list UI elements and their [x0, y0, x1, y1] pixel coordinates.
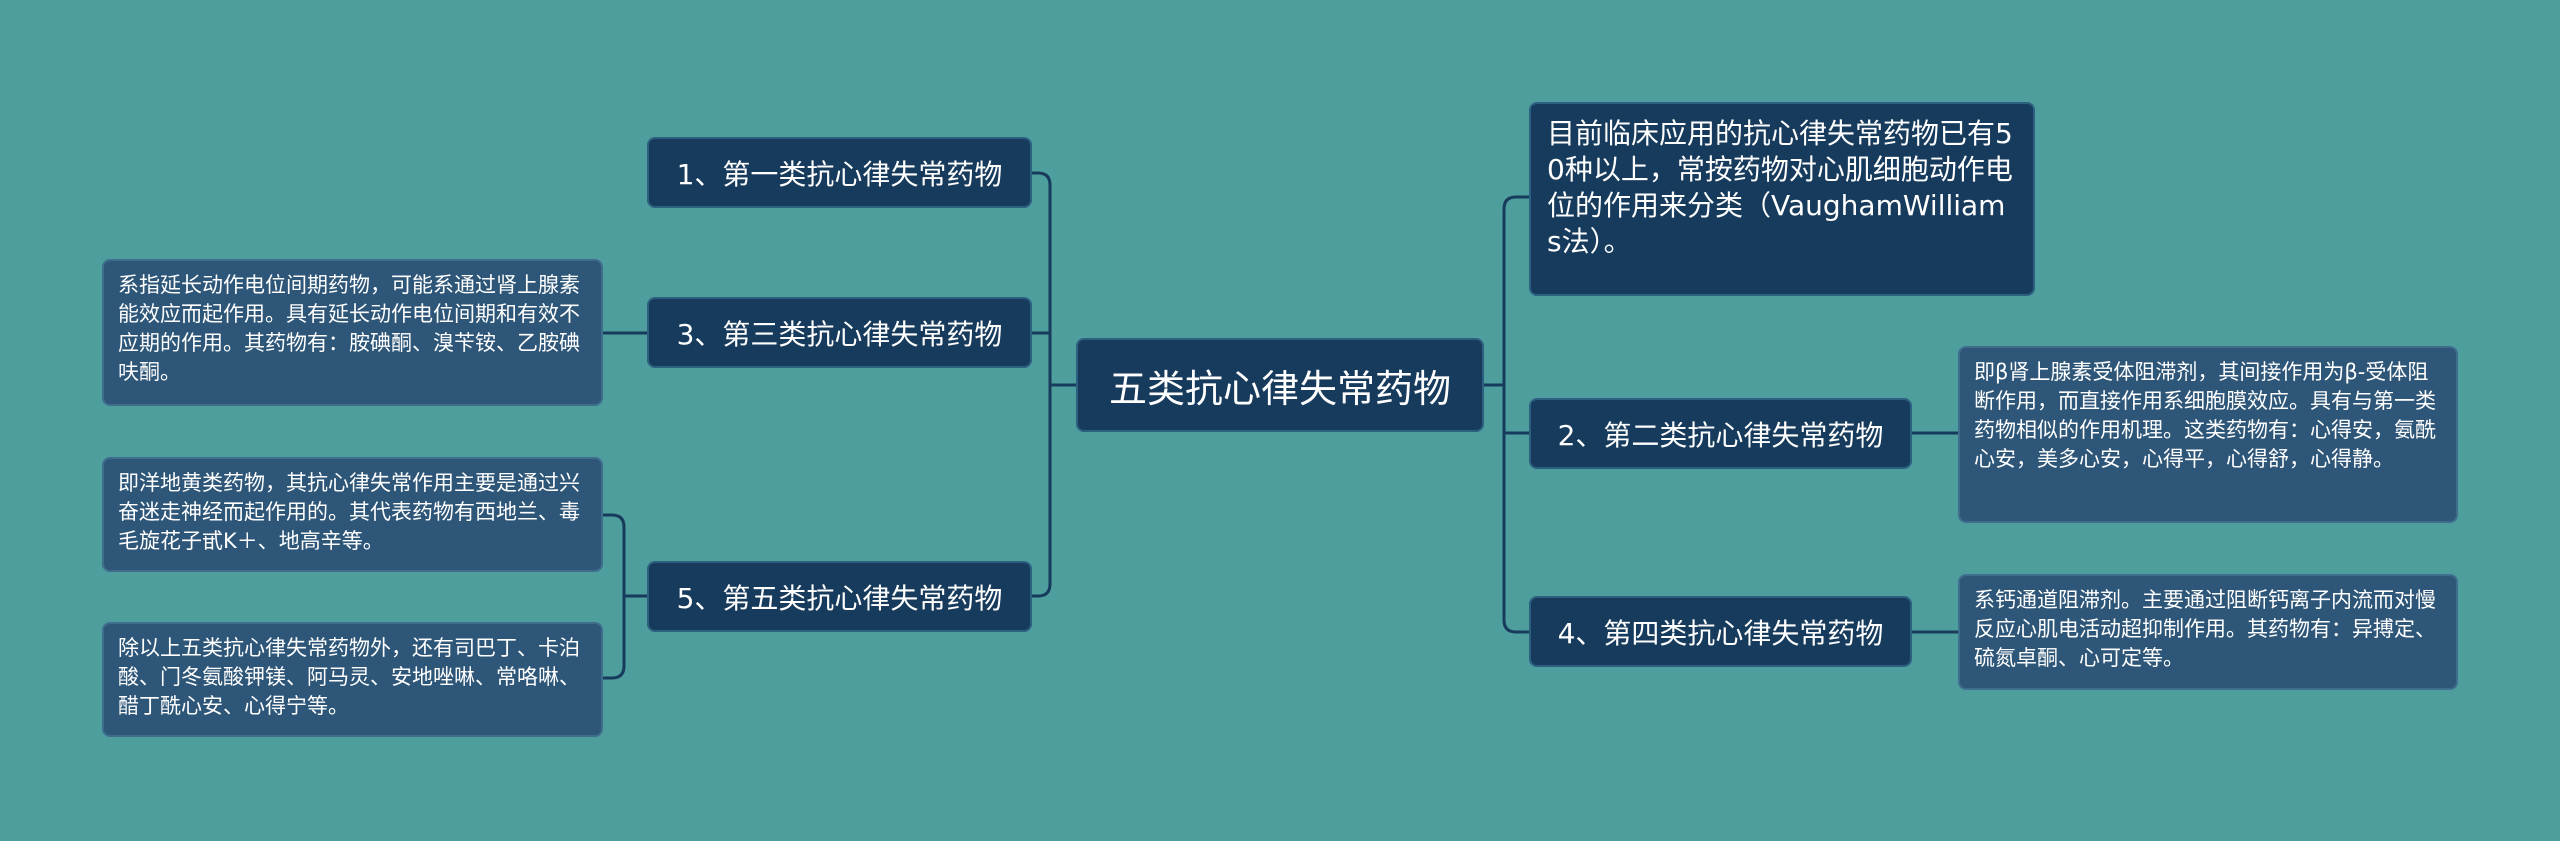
root-topic-label: 五类抗心律失常药物: [1108, 366, 1451, 411]
branch-class-1: 1、第一类抗心律失常药物: [647, 137, 1032, 208]
detail-class-4-text: 系钙通道阻滞剂。主要通过阻断钙离子内流而对慢反应心肌电活动超抑制作用。其药物有：…: [1974, 588, 2436, 670]
branch-class-2-label: 2、第二类抗心律失常药物: [1557, 418, 1884, 452]
detail-class-5-digitalis-text: 即洋地黄类药物，其抗心律失常作用主要是通过兴奋迷走神经而起作用的。其代表药物有西…: [118, 471, 580, 553]
detail-class-4: 系钙通道阻滞剂。主要通过阻断钙离子内流而对慢反应心肌电活动超抑制作用。其药物有：…: [1958, 574, 2458, 690]
detail-class-2-text: 即β肾上腺素受体阻滞剂，其间接作用为β-受体阻断作用，而直接作用系细胞膜效应。具…: [1974, 360, 2436, 471]
detail-class-5-others-text: 除以上五类抗心律失常药物外，还有司巴丁、卡泊酸、门冬氨酸钾镁、阿马灵、安地唑啉、…: [118, 636, 580, 718]
branch-class-5: 5、第五类抗心律失常药物: [647, 561, 1032, 632]
branch-class-4-label: 4、第四类抗心律失常药物: [1557, 616, 1884, 650]
detail-class-5-digitalis: 即洋地黄类药物，其抗心律失常作用主要是通过兴奋迷走神经而起作用的。其代表药物有西…: [102, 457, 603, 572]
intro-topic-text: 目前临床应用的抗心律失常药物已有50种以上，常按药物对心肌细胞动作电位的作用来分…: [1547, 117, 2013, 258]
branch-class-3: 3、第三类抗心律失常药物: [647, 297, 1032, 368]
branch-class-3-label: 3、第三类抗心律失常药物: [676, 317, 1003, 351]
detail-class-3-text: 系指延长动作电位间期药物，可能系通过肾上腺素能效应而起作用。具有延长动作电位间期…: [118, 273, 580, 384]
detail-class-3: 系指延长动作电位间期药物，可能系通过肾上腺素能效应而起作用。具有延长动作电位间期…: [102, 259, 603, 406]
detail-class-2: 即β肾上腺素受体阻滞剂，其间接作用为β-受体阻断作用，而直接作用系细胞膜效应。具…: [1958, 346, 2458, 523]
branch-class-1-label: 1、第一类抗心律失常药物: [676, 157, 1003, 191]
branch-class-5-label: 5、第五类抗心律失常药物: [676, 581, 1003, 615]
root-topic: 五类抗心律失常药物: [1076, 338, 1484, 432]
branch-class-2: 2、第二类抗心律失常药物: [1529, 398, 1912, 469]
intro-topic: 目前临床应用的抗心律失常药物已有50种以上，常按药物对心肌细胞动作电位的作用来分…: [1529, 102, 2035, 296]
branch-class-4: 4、第四类抗心律失常药物: [1529, 596, 1912, 667]
detail-class-5-others: 除以上五类抗心律失常药物外，还有司巴丁、卡泊酸、门冬氨酸钾镁、阿马灵、安地唑啉、…: [102, 622, 603, 737]
